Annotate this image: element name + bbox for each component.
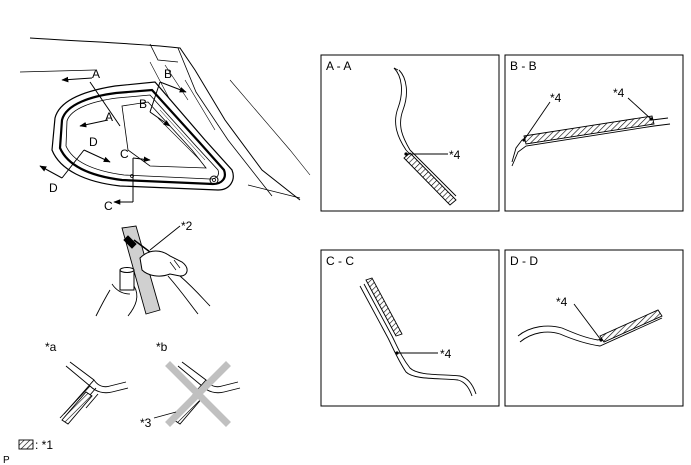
callout-leader-3 [153,411,177,419]
callout-4-aa: *4 [449,148,461,162]
callout-4-bb-left: *4 [550,91,562,105]
section-title-cc: C - C [326,254,354,268]
tag-a: *a [45,340,57,354]
primer-application-illustration [95,225,211,317]
callout-2: *2 [181,219,193,233]
label-b-top: B [164,67,172,81]
section-panel-bb: B - B *4 *4 [504,54,684,212]
section-panel-bb-frame [504,54,684,212]
label-d-top: D [89,135,98,149]
callout-leader-2 [149,225,181,251]
section-title-aa: A - A [326,59,351,73]
section-panel-dd: D - D *4 [504,249,684,407]
label-a-mid: A [105,110,113,124]
label-a-top: A [92,67,100,81]
section-title-dd: D - D [510,254,538,268]
section-panel-aa: A - A *4 [320,54,500,212]
footer-code: P [3,455,10,465]
legend-hatch-swatch [18,439,34,450]
section-title-bb: B - B [510,59,537,73]
label-c-bottom: C [104,199,113,213]
label-c-top: C [120,147,129,161]
section-panel-dd-frame [504,249,684,407]
primer-area-hatched [61,391,93,425]
section-panel-aa-frame [320,54,500,212]
callout-4-bb-right: *4 [613,86,625,100]
callout-3: *3 [140,416,152,430]
callout-4-dd: *4 [556,295,568,309]
tag-b: *b [156,340,168,354]
callout-4-cc: *4 [440,347,452,361]
legend-label: : *1 [35,438,53,452]
correct-example-illustration [59,361,129,425]
section-panel-cc-frame [320,249,500,407]
label-b-mid: B [139,97,147,111]
section-labels: A A B B C C D D [49,67,172,213]
label-d-bottom: D [49,181,58,195]
section-panel-cc: C - C *4 [320,249,500,407]
section-indicators [39,76,187,205]
cross-mark [165,361,231,427]
